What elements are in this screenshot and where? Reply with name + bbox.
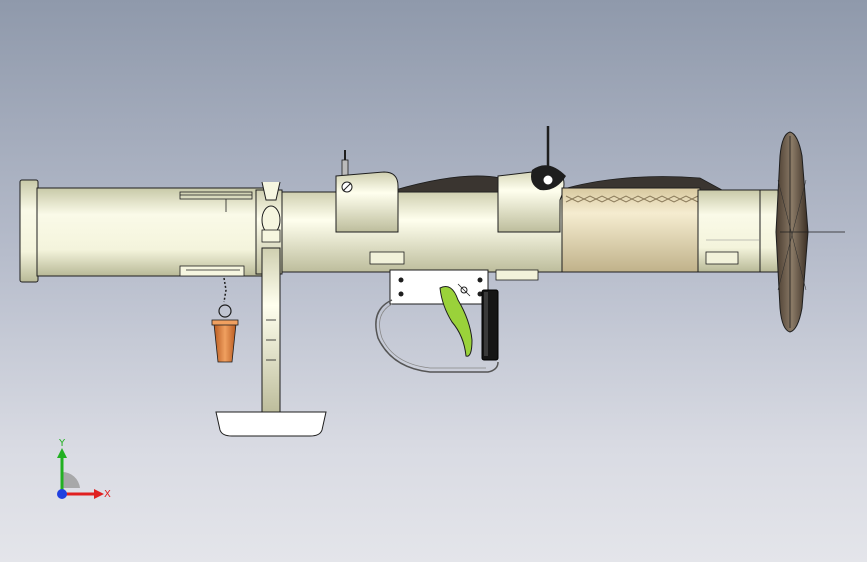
front-tube[interactable] (697, 189, 779, 273)
trigger-guard (375, 299, 499, 373)
top-strap-front (559, 176, 723, 191)
bottom-rail-left (369, 251, 405, 265)
z-axis-dot (57, 489, 67, 499)
lens-cap-cup[interactable] (211, 277, 239, 363)
muzzle-disc[interactable] (775, 131, 845, 333)
x-axis-label: X (104, 489, 111, 500)
bipod-leg[interactable] (215, 247, 327, 437)
rear-end-cap[interactable] (19, 179, 39, 283)
rear-tube[interactable] (36, 187, 266, 277)
rear-sight[interactable] (335, 150, 399, 233)
y-axis-label: Y (58, 438, 66, 449)
front-sight[interactable] (497, 126, 566, 233)
top-strap (394, 175, 501, 193)
trigger[interactable] (439, 286, 473, 357)
trigger-housing[interactable] (389, 269, 489, 305)
front-sleeve[interactable] (561, 187, 701, 273)
coordinate-triad: Y X (57, 438, 111, 500)
pistol-grip[interactable] (481, 269, 539, 361)
